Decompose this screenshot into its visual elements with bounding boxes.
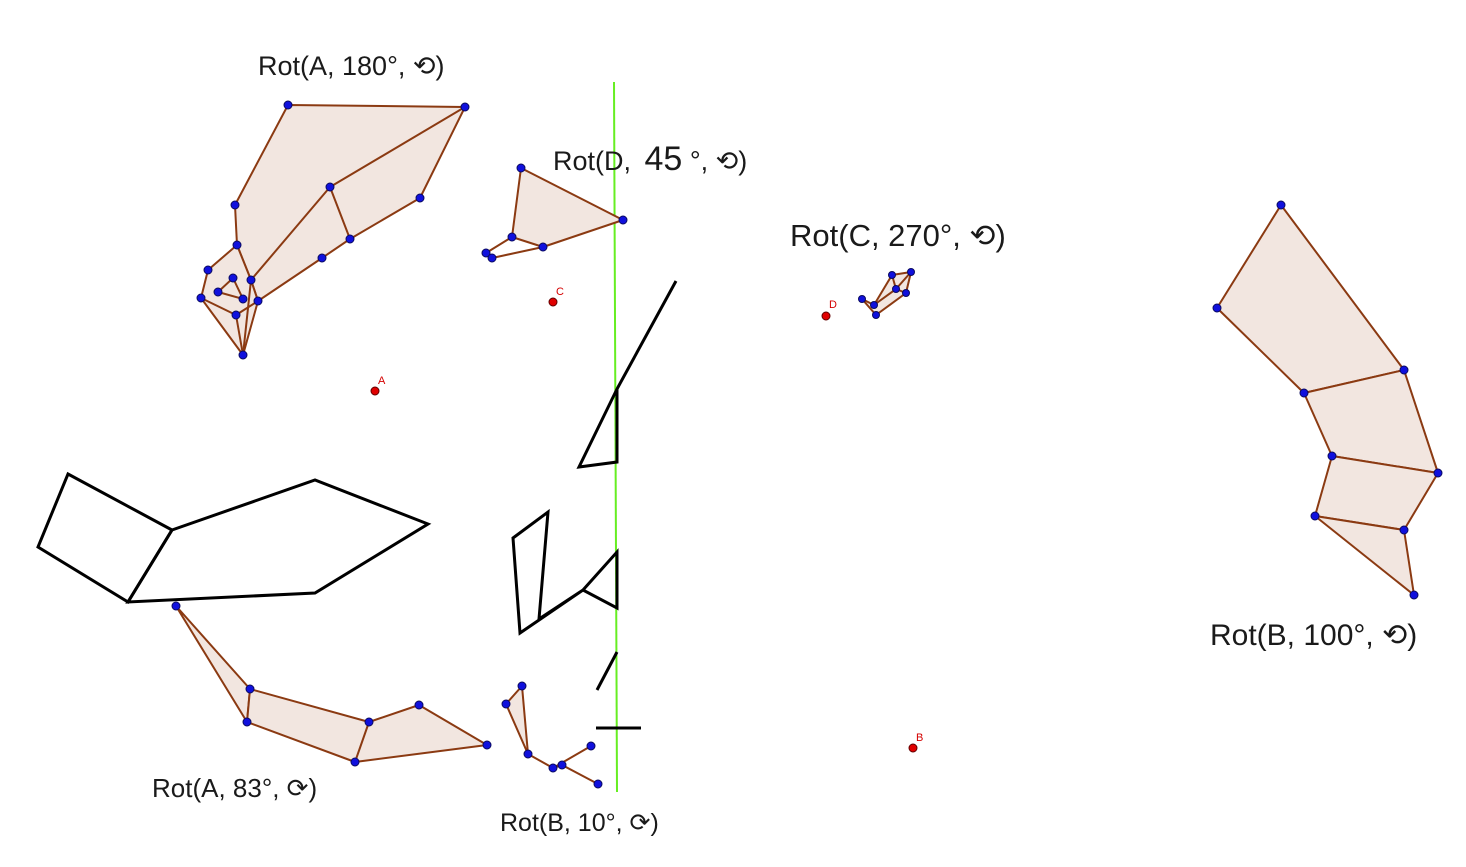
rot-b-100-top	[1216, 204, 1405, 394]
rot-d-45-vertices	[481, 163, 628, 263]
rotated-shape-a-83[interactable]	[171, 601, 492, 767]
point-label-d: D	[829, 299, 837, 311]
original-fragment-top	[576, 280, 678, 469]
label-rot-a-83: Rot(A, 83°, ⟳)	[152, 773, 317, 803]
rot-a-180-edge	[250, 186, 331, 281]
rot-b-10-triangle	[505, 685, 529, 755]
rot-c-270-vertices	[858, 268, 915, 319]
label-rot-b-100: Rot(B, 100°, ⟲)	[1210, 619, 1417, 652]
label-rot-d-45-value: 45	[645, 140, 683, 178]
rot-d-45-triangle	[511, 167, 624, 248]
rotated-shape-a-180[interactable]	[196, 100, 470, 360]
center-point-c[interactable]: C	[548, 286, 564, 307]
rot-a-180-edge	[200, 297, 237, 316]
rotated-shape-c-270[interactable]	[858, 268, 915, 319]
original-shape-fragments	[511, 280, 678, 730]
rot-a-180-edge	[329, 106, 466, 188]
point-label-a: A	[378, 375, 386, 387]
rot-a-180-edge	[242, 279, 252, 356]
rotated-shape-d-45[interactable]	[481, 163, 628, 263]
label-rot-d-45-prefix: Rot(D,	[553, 146, 639, 176]
label-rot-c-270: Rot(C, 270°, ⟲)	[790, 218, 1006, 253]
center-point-b[interactable]: B	[908, 732, 923, 753]
rot-a-180-big-quad	[234, 104, 466, 302]
point-label-b: B	[916, 732, 923, 744]
rot-b-10-vertices	[501, 681, 603, 789]
rot-a-83-edge	[354, 721, 370, 763]
rot-a-180-vertices	[196, 100, 470, 360]
rot-a-180-inner-tri	[217, 276, 245, 301]
center-point-a[interactable]: A	[370, 375, 386, 396]
rot-b-100-vertices	[1212, 200, 1443, 600]
label-rot-a-180: Rot(A, 180°, ⟲)	[258, 51, 444, 81]
rotated-shape-b-10[interactable]	[501, 681, 603, 789]
label-rot-b-10: Rot(B, 10°, ⟳)	[500, 809, 659, 837]
point-label-c: C	[556, 286, 564, 298]
rot-b-100-tip	[1314, 515, 1415, 596]
label-rot-d-45-suffix: °, ⟲)	[690, 146, 747, 176]
original-fragment-small	[595, 651, 619, 691]
rot-a-83-arm	[175, 605, 251, 723]
original-fragment-mid	[511, 508, 619, 636]
label-rot-d-45: Rot(D, 45 °, ⟲)	[553, 140, 747, 178]
original-shape-body-left	[125, 478, 432, 604]
rotated-shape-b-100[interactable]	[1212, 200, 1443, 600]
rot-a-180-edge	[235, 314, 244, 356]
original-shape-wing-left	[36, 471, 175, 605]
center-point-d[interactable]: D	[821, 299, 837, 321]
rot-a-180-edge	[329, 186, 351, 240]
rot-a-83-vertices	[171, 601, 492, 767]
original-shape-left	[36, 471, 432, 605]
